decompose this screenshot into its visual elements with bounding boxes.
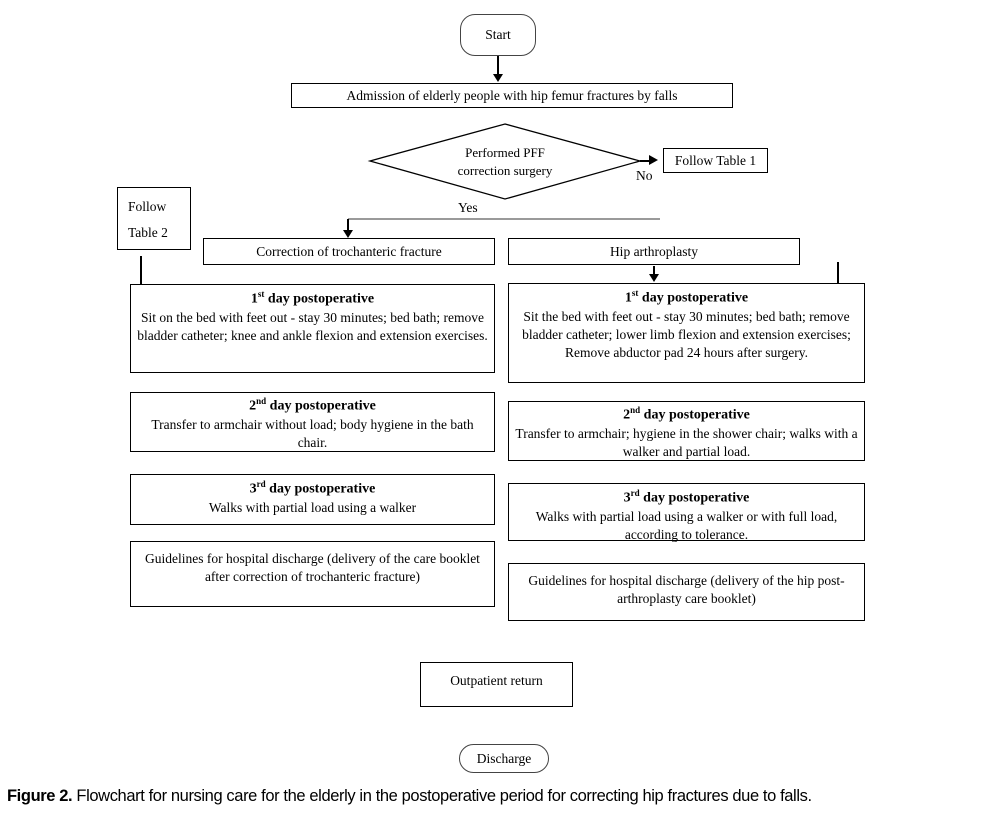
- connector-arthroplasty-step1: [653, 266, 655, 275]
- left-step-1-title: 1st day postoperative: [250, 289, 375, 307]
- decision-diamond: [367, 123, 643, 200]
- right-step-1-title: 1st day postoperative: [624, 288, 749, 306]
- right-step-2-body: Transfer to armchair; hygiene in the sho…: [515, 426, 858, 459]
- left-step-2: 2nd day postoperative Transfer to armcha…: [130, 392, 495, 452]
- arrowhead-right-icon: [649, 155, 658, 165]
- arrowhead-down-icon: [343, 230, 353, 238]
- header-trochanteric-label: Correction of trochanteric fracture: [256, 243, 442, 259]
- follow-table-2-line1: Follow: [128, 199, 167, 214]
- outpatient-return-label: Outpatient return: [450, 673, 543, 688]
- left-step-2-body: Transfer to armchair without load; body …: [151, 417, 474, 450]
- no-label: No: [636, 168, 653, 183]
- figure-caption-text: Flowchart for nursing care for the elder…: [72, 786, 812, 805]
- start-node: Start: [460, 14, 536, 56]
- right-step-2: 2nd day postoperative Transfer to armcha…: [508, 401, 865, 461]
- discharge-node: Discharge: [459, 744, 549, 773]
- right-step-3: 3rd day postoperative Walks with partial…: [508, 483, 865, 542]
- right-step-3-body: Walks with partial load using a walker o…: [535, 509, 838, 542]
- right-step-3-title: 3rd day postoperative: [623, 488, 750, 506]
- connector-yes: [348, 218, 660, 220]
- admission-label: Admission of elderly people with hip fem…: [346, 87, 678, 103]
- figure-caption-number: Figure 2.: [7, 786, 73, 805]
- arrowhead-down-icon: [649, 274, 659, 282]
- decision-line2: correction surgery: [457, 162, 553, 178]
- right-guidelines: Guidelines for hospital discharge (deliv…: [508, 563, 865, 621]
- right-step-2-title: 2nd day postoperative: [623, 405, 750, 423]
- outpatient-return-node: Outpatient return: [420, 662, 573, 707]
- connector-follow-table-2: [140, 256, 142, 284]
- left-step-2-title: 2nd day postoperative: [249, 396, 376, 414]
- connector-no: [640, 160, 650, 162]
- header-arthroplasty-label: Hip arthroplasty: [609, 243, 699, 259]
- header-trochanteric: Correction of trochanteric fracture: [203, 238, 495, 265]
- decision-line1: Performed PFF: [465, 145, 545, 160]
- start-label: Start: [485, 27, 511, 43]
- left-step-3: 3rd day postoperative Walks with partial…: [130, 474, 495, 525]
- discharge-label: Discharge: [476, 750, 532, 766]
- connector-start-admission: [497, 56, 499, 75]
- figure-caption: Figure 2. Flowchart for nursing care for…: [7, 786, 963, 806]
- follow-table-2-line2: Table 2: [128, 225, 168, 240]
- left-step-3-title: 3rd day postoperative: [249, 479, 376, 497]
- left-step-3-body: Walks with partial load using a walker: [208, 500, 417, 516]
- arrowhead-down-icon: [493, 74, 503, 82]
- right-step-1: 1st day postoperative Sit the bed with f…: [508, 283, 865, 383]
- right-guidelines-label: Guidelines for hospital discharge (deliv…: [528, 573, 845, 606]
- decision-text: Performed PFF correction surgery: [405, 144, 605, 179]
- right-step-1-body: Sit the bed with feet out - stay 30 minu…: [522, 309, 851, 360]
- left-guidelines-label: Guidelines for hospital discharge (deliv…: [145, 551, 480, 584]
- follow-table-1-node: Follow Table 1: [663, 148, 768, 173]
- admission-node: Admission of elderly people with hip fem…: [291, 83, 733, 108]
- follow-table-1-label: Follow Table 1: [674, 152, 757, 168]
- connector-yes-drop: [347, 219, 349, 231]
- left-step-1: 1st day postoperative Sit on the bed wit…: [130, 284, 495, 373]
- left-guidelines: Guidelines for hospital discharge (deliv…: [130, 541, 495, 607]
- left-step-1-body: Sit on the bed with feet out - stay 30 m…: [137, 310, 488, 343]
- header-arthroplasty: Hip arthroplasty: [508, 238, 800, 265]
- follow-table-2-node: Follow Table 2: [117, 187, 191, 250]
- yes-label: Yes: [458, 200, 478, 215]
- connector-right-stub: [837, 262, 839, 283]
